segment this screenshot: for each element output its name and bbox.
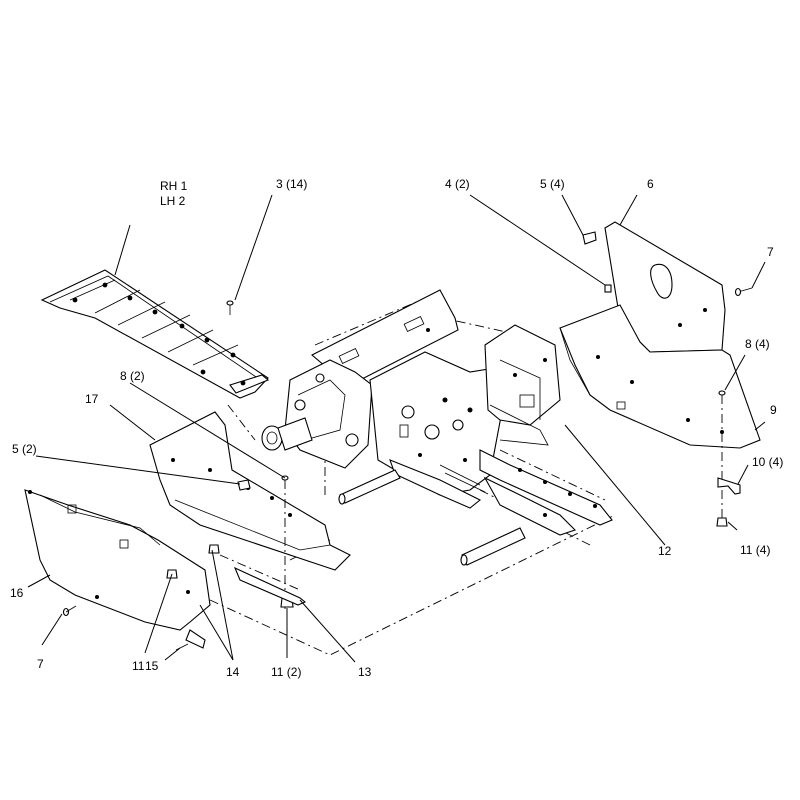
footrest-plate (40, 269, 270, 399)
label-15: 15 (145, 659, 159, 673)
left-side-panels (24, 300, 351, 651)
label-7-left: 7 (37, 657, 44, 671)
label-8-left: 8 (2) (120, 369, 145, 383)
label-6: 6 (647, 177, 654, 191)
label-4: 4 (2) (445, 177, 470, 191)
label-16: 16 (10, 586, 24, 600)
label-8-right: 8 (4) (745, 337, 770, 351)
label-5-top: 5 (4) (540, 177, 565, 191)
label-11-left: 11 (132, 659, 145, 673)
label-17: 17 (85, 392, 99, 406)
label-11-right: 11 (4) (740, 543, 770, 557)
callout-labels: RH 1 LH 2 3 (14) 4 (2) 5 (4) 6 7 8 (4) 9… (10, 177, 783, 679)
label-9: 9 (770, 403, 777, 417)
label-7-right: 7 (767, 245, 774, 259)
label-lh2: LH 2 (160, 194, 186, 208)
label-3: 3 (14) (276, 177, 307, 191)
label-11-mid: 11 (2) (271, 665, 301, 679)
label-12: 12 (658, 544, 672, 558)
label-5-left: 5 (2) (12, 442, 37, 456)
label-rh1: RH 1 (160, 179, 188, 193)
label-13: 13 (358, 665, 372, 679)
leader-lines (27, 194, 766, 663)
right-side-panels (559, 221, 761, 527)
label-10: 10 (4) (752, 455, 783, 469)
main-frame-assembly (209, 289, 616, 656)
label-14: 14 (226, 665, 240, 679)
